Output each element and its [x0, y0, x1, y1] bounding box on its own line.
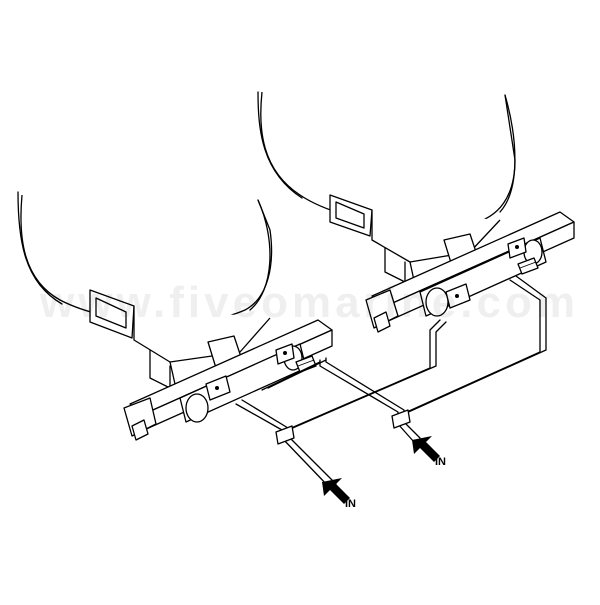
inlet-arrow-1: [322, 478, 350, 504]
hydraulic-tubing: [235, 275, 547, 489]
left-outboard-motor: [17, 191, 273, 393]
inlet-label-2: IN: [435, 456, 446, 468]
inlet-label-1: IN: [345, 498, 356, 510]
right-steering-cylinder: [365, 211, 575, 333]
inlet-arrow-2: [412, 436, 440, 462]
left-steering-cylinder: [123, 319, 333, 441]
